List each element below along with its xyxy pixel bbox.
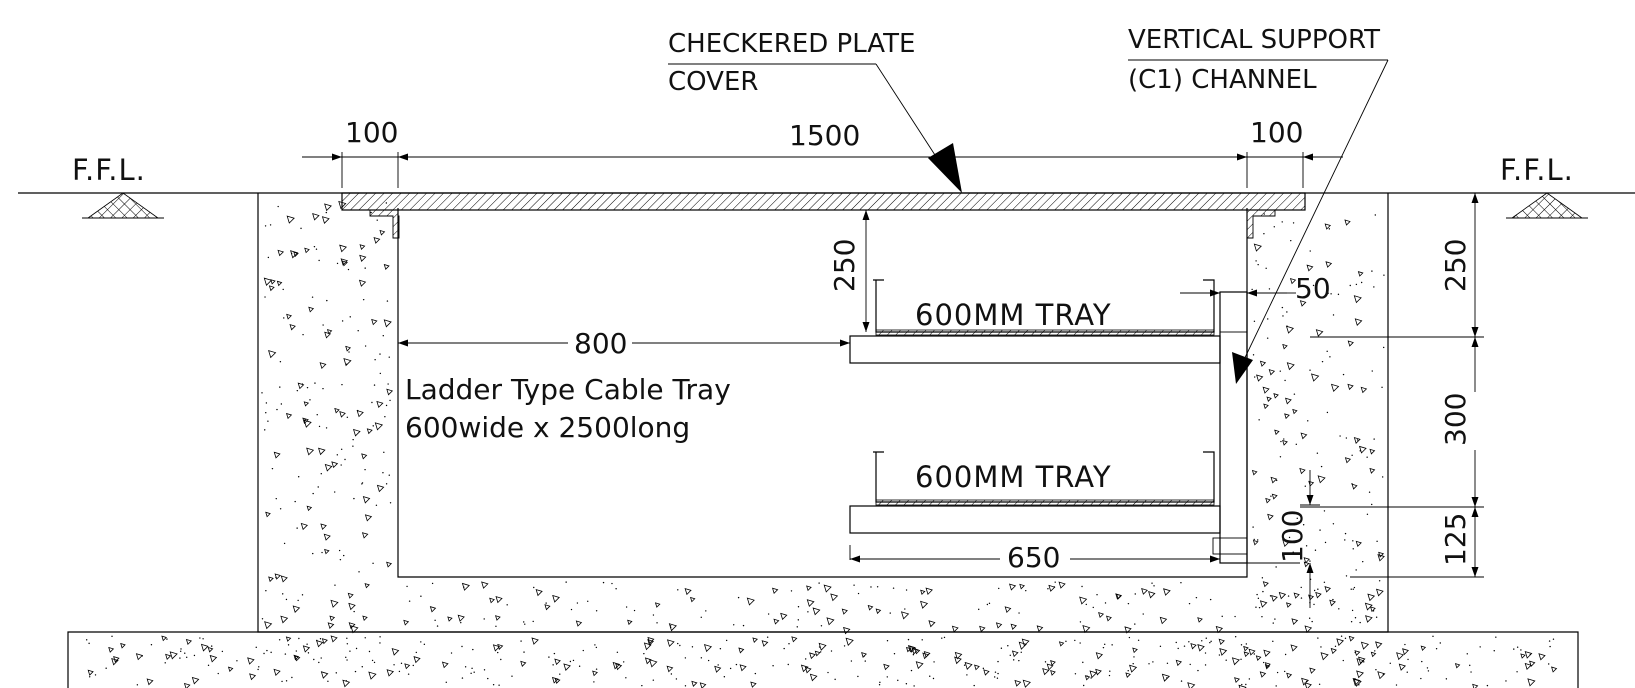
dim-channel-gap: 50 bbox=[1295, 272, 1331, 305]
dim-bottom-gap: 100 bbox=[1276, 510, 1309, 563]
dim-right-wall: 100 bbox=[1250, 116, 1303, 149]
tray-lower bbox=[849, 451, 1221, 534]
support-label-line1: VERTICAL SUPPORT bbox=[1128, 25, 1380, 55]
cover-label-line2: COVER bbox=[668, 67, 758, 97]
ffl-label-right: F.F.L. bbox=[1500, 153, 1574, 187]
trench-concrete-walls bbox=[257, 193, 1389, 635]
foundation-slab bbox=[67, 631, 1579, 688]
ladder-tray-label-line1: Ladder Type Cable Tray bbox=[405, 373, 731, 406]
dim-right-bottom: 125 bbox=[1439, 513, 1472, 566]
ffl-label-left: F.F.L. bbox=[72, 153, 146, 187]
earth-symbol-right bbox=[1506, 192, 1588, 219]
dim-tray-length: 650 bbox=[1007, 541, 1060, 574]
dim-tray-offset: 800 bbox=[574, 327, 627, 360]
leader-cover bbox=[668, 63, 962, 193]
cover-label-line1: CHECKERED PLATE bbox=[668, 29, 915, 59]
tray-upper-label: 600MM TRAY bbox=[915, 298, 1112, 332]
vertical-support-channel bbox=[1212, 291, 1248, 564]
dimension-lines bbox=[302, 152, 1484, 608]
dim-span: 1500 bbox=[789, 119, 860, 152]
checkered-plate-cover bbox=[341, 192, 1306, 239]
dim-left-wall: 100 bbox=[345, 116, 398, 149]
leader-support bbox=[1128, 59, 1389, 384]
slab-aggregate-marks bbox=[85, 635, 1558, 688]
ladder-tray-label-line2: 600wide x 2500long bbox=[405, 411, 690, 444]
concrete-aggregate-marks bbox=[261, 200, 1385, 635]
dim-right-top: 250 bbox=[1439, 239, 1472, 292]
earth-symbol-left bbox=[82, 192, 164, 219]
support-label-line2: (C1) CHANNEL bbox=[1128, 65, 1317, 95]
dim-right-mid: 300 bbox=[1439, 393, 1472, 446]
tray-upper bbox=[849, 279, 1221, 364]
dim-cover-to-tray: 250 bbox=[828, 239, 861, 292]
tray-lower-label: 600MM TRAY bbox=[915, 460, 1112, 494]
